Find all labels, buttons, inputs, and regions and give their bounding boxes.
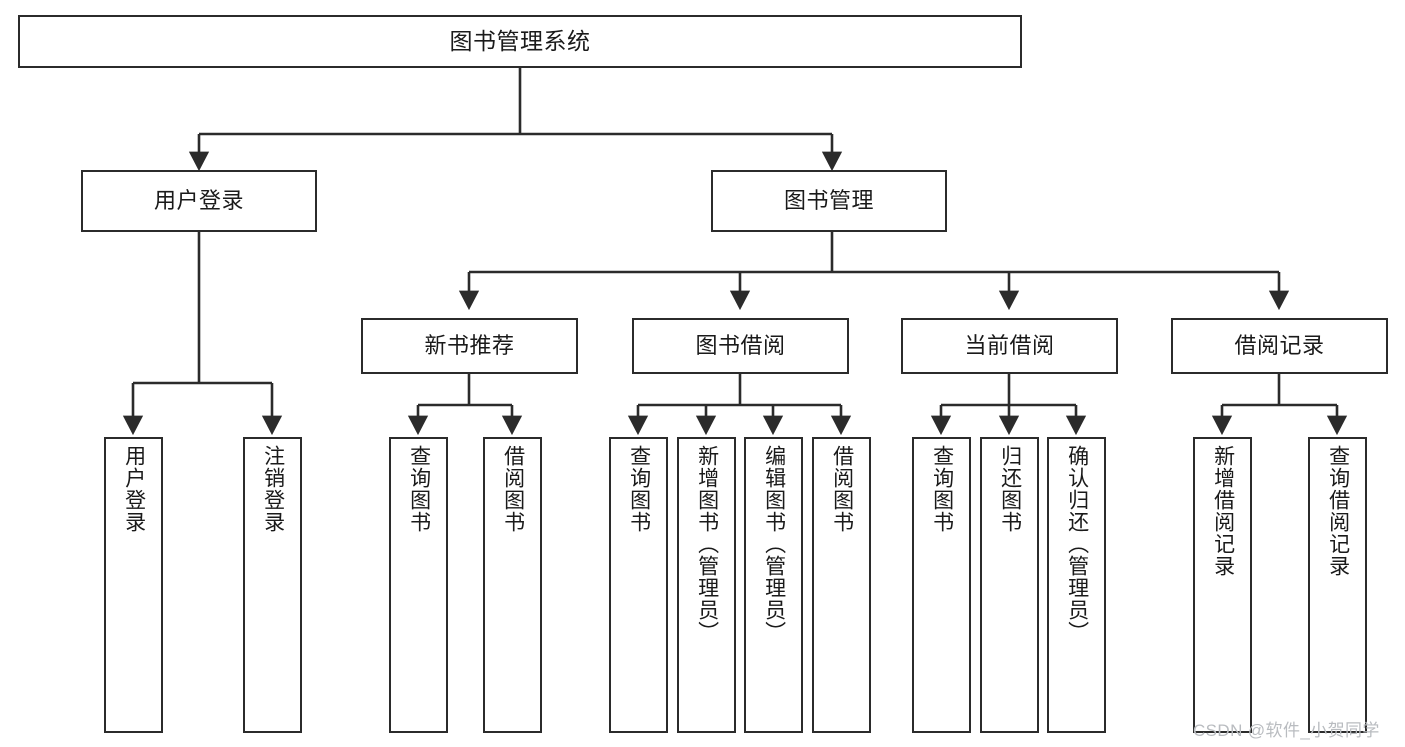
node-book-management[interactable]: 图书管理 <box>711 170 947 232</box>
node-label: 查询借阅记录 <box>1326 445 1350 577</box>
node-label: 当前借阅 <box>964 333 1055 359</box>
node-label: 用户登录 <box>122 445 146 533</box>
node-label: 新书推荐 <box>424 333 515 359</box>
node-label: 确认归还（管理员） <box>1065 445 1089 643</box>
leaf-borrow-query-book[interactable]: 查询图书 <box>609 437 668 733</box>
node-label: 查询图书 <box>407 445 431 533</box>
node-user-login[interactable]: 用户登录 <box>81 170 317 232</box>
node-book-borrowing[interactable]: 图书借阅 <box>632 318 849 374</box>
node-label: 借阅图书 <box>830 445 854 533</box>
node-label: 新增图书（管理员） <box>695 445 719 643</box>
node-label: 查询图书 <box>930 445 954 533</box>
node-label: 图书借阅 <box>695 333 786 359</box>
leaf-new-book-query-book[interactable]: 查询图书 <box>389 437 448 733</box>
leaf-new-book-borrow-book[interactable]: 借阅图书 <box>483 437 542 733</box>
node-label: 借阅图书 <box>501 445 525 533</box>
leaf-current-return-book[interactable]: 归还图书 <box>980 437 1039 733</box>
node-label: 图书管理 <box>783 188 874 214</box>
node-label: 查询图书 <box>627 445 651 533</box>
leaf-records-add-record[interactable]: 新增借阅记录 <box>1193 437 1252 733</box>
node-book-management-system[interactable]: 图书管理系统 <box>18 15 1022 68</box>
node-label: 注销登录 <box>261 445 285 533</box>
leaf-current-confirm-return-admin[interactable]: 确认归还（管理员） <box>1047 437 1106 733</box>
node-label: 借阅记录 <box>1234 333 1325 359</box>
node-current-borrowing[interactable]: 当前借阅 <box>901 318 1118 374</box>
node-label: 编辑图书（管理员） <box>762 445 786 643</box>
leaf-borrow-borrow-book[interactable]: 借阅图书 <box>812 437 871 733</box>
node-label: 归还图书 <box>998 445 1022 533</box>
leaf-logout[interactable]: 注销登录 <box>243 437 302 733</box>
node-label: 图书管理系统 <box>449 27 591 54</box>
leaf-borrow-edit-book-admin[interactable]: 编辑图书（管理员） <box>744 437 803 733</box>
leaf-borrow-add-book-admin[interactable]: 新增图书（管理员） <box>677 437 736 733</box>
node-label: 新增借阅记录 <box>1211 445 1235 577</box>
leaf-current-query-book[interactable]: 查询图书 <box>912 437 971 733</box>
leaf-user-login[interactable]: 用户登录 <box>104 437 163 733</box>
node-new-book-recommendation[interactable]: 新书推荐 <box>361 318 578 374</box>
node-label: 用户登录 <box>153 188 244 214</box>
node-borrowing-records[interactable]: 借阅记录 <box>1171 318 1388 374</box>
csdn-watermark: CSDN @软件_小贺同学 <box>1193 721 1380 740</box>
leaf-records-query-record[interactable]: 查询借阅记录 <box>1308 437 1367 733</box>
